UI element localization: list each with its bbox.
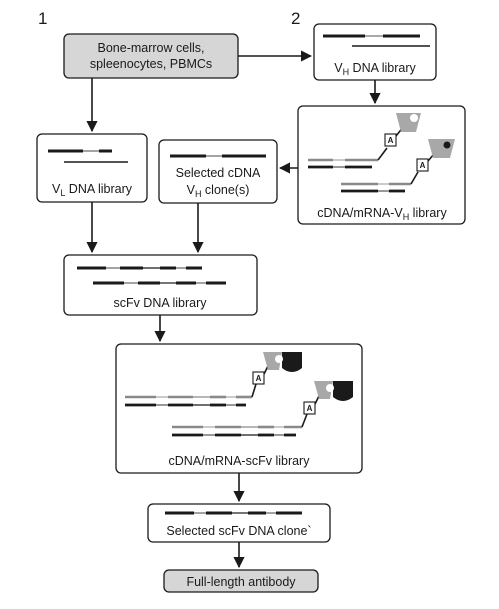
full-length-antibody-label: Full-length antibody [186,575,296,589]
antigen-marker [410,114,418,122]
source-cells-line2: spleenocytes, PBMCs [90,57,212,71]
vh-dna-library-label: VH DNA library [334,61,416,77]
node-vh-dna-library: VH DNA library [313,23,437,81]
node-vl-dna-library: VL DNA library [36,133,148,203]
dna-duplex [323,34,430,47]
node-selected-cdna-vh: Selected cDNA VH clone(s) [158,139,278,204]
puromycin-tag [384,133,397,147]
selected-cdna-line1: Selected cDNA [176,166,261,180]
scfv-duplex [77,266,226,285]
cdna-mrna-complex-2: A [341,139,455,193]
puromycin-tag [303,401,316,415]
cdna-mrna-scfv-complex-1: A [125,352,302,407]
node-cdna-mrna-vh-library: A A cDNA/mRNA-VH library [297,105,466,225]
cdna-mrna-complex-1: A [308,113,421,169]
node-scfv-dna-library: scFv DNA library [63,254,258,316]
puromycin-tag [252,371,265,385]
protein-domain-vl [282,352,302,372]
antigen-marker [275,355,283,363]
antigen-marker [443,141,451,149]
source-cells-line1: Bone-marrow cells, [98,41,205,55]
step-1-label: 1 [38,9,47,28]
svg-text:A: A [256,374,262,383]
puromycin-tag [416,158,429,172]
node-selected-scfv-clone: Selected scFv DNA clone` [147,503,331,543]
node-cdna-mrna-scfv-library: A A [115,343,363,474]
svg-text:A: A [420,161,426,170]
antigen-marker [326,384,334,392]
scfv-dna-library-label: scFv DNA library [113,296,207,310]
node-source-cells: Bone-marrow cells, spleenocytes, PBMCs [63,33,239,79]
cdna-mrna-scfv-library-label: cDNA/mRNA-scFv library [169,454,311,468]
selected-cdna-line2: VH clone(s) [187,183,250,199]
vl-dna-library-label: VL DNA library [52,182,133,198]
node-full-length-antibody: Full-length antibody [163,569,319,593]
cdna-mrna-scfv-complex-2: A [172,381,353,437]
selected-scfv-clone-label: Selected scFv DNA clone` [166,524,311,538]
step-2-label: 2 [291,9,300,28]
dna-duplex [48,149,128,163]
cdna-mrna-vh-library-label: cDNA/mRNA-VH library [317,206,447,222]
protein-domain-vl [333,381,353,401]
svg-text:A: A [388,136,394,145]
svg-text:A: A [307,404,313,413]
